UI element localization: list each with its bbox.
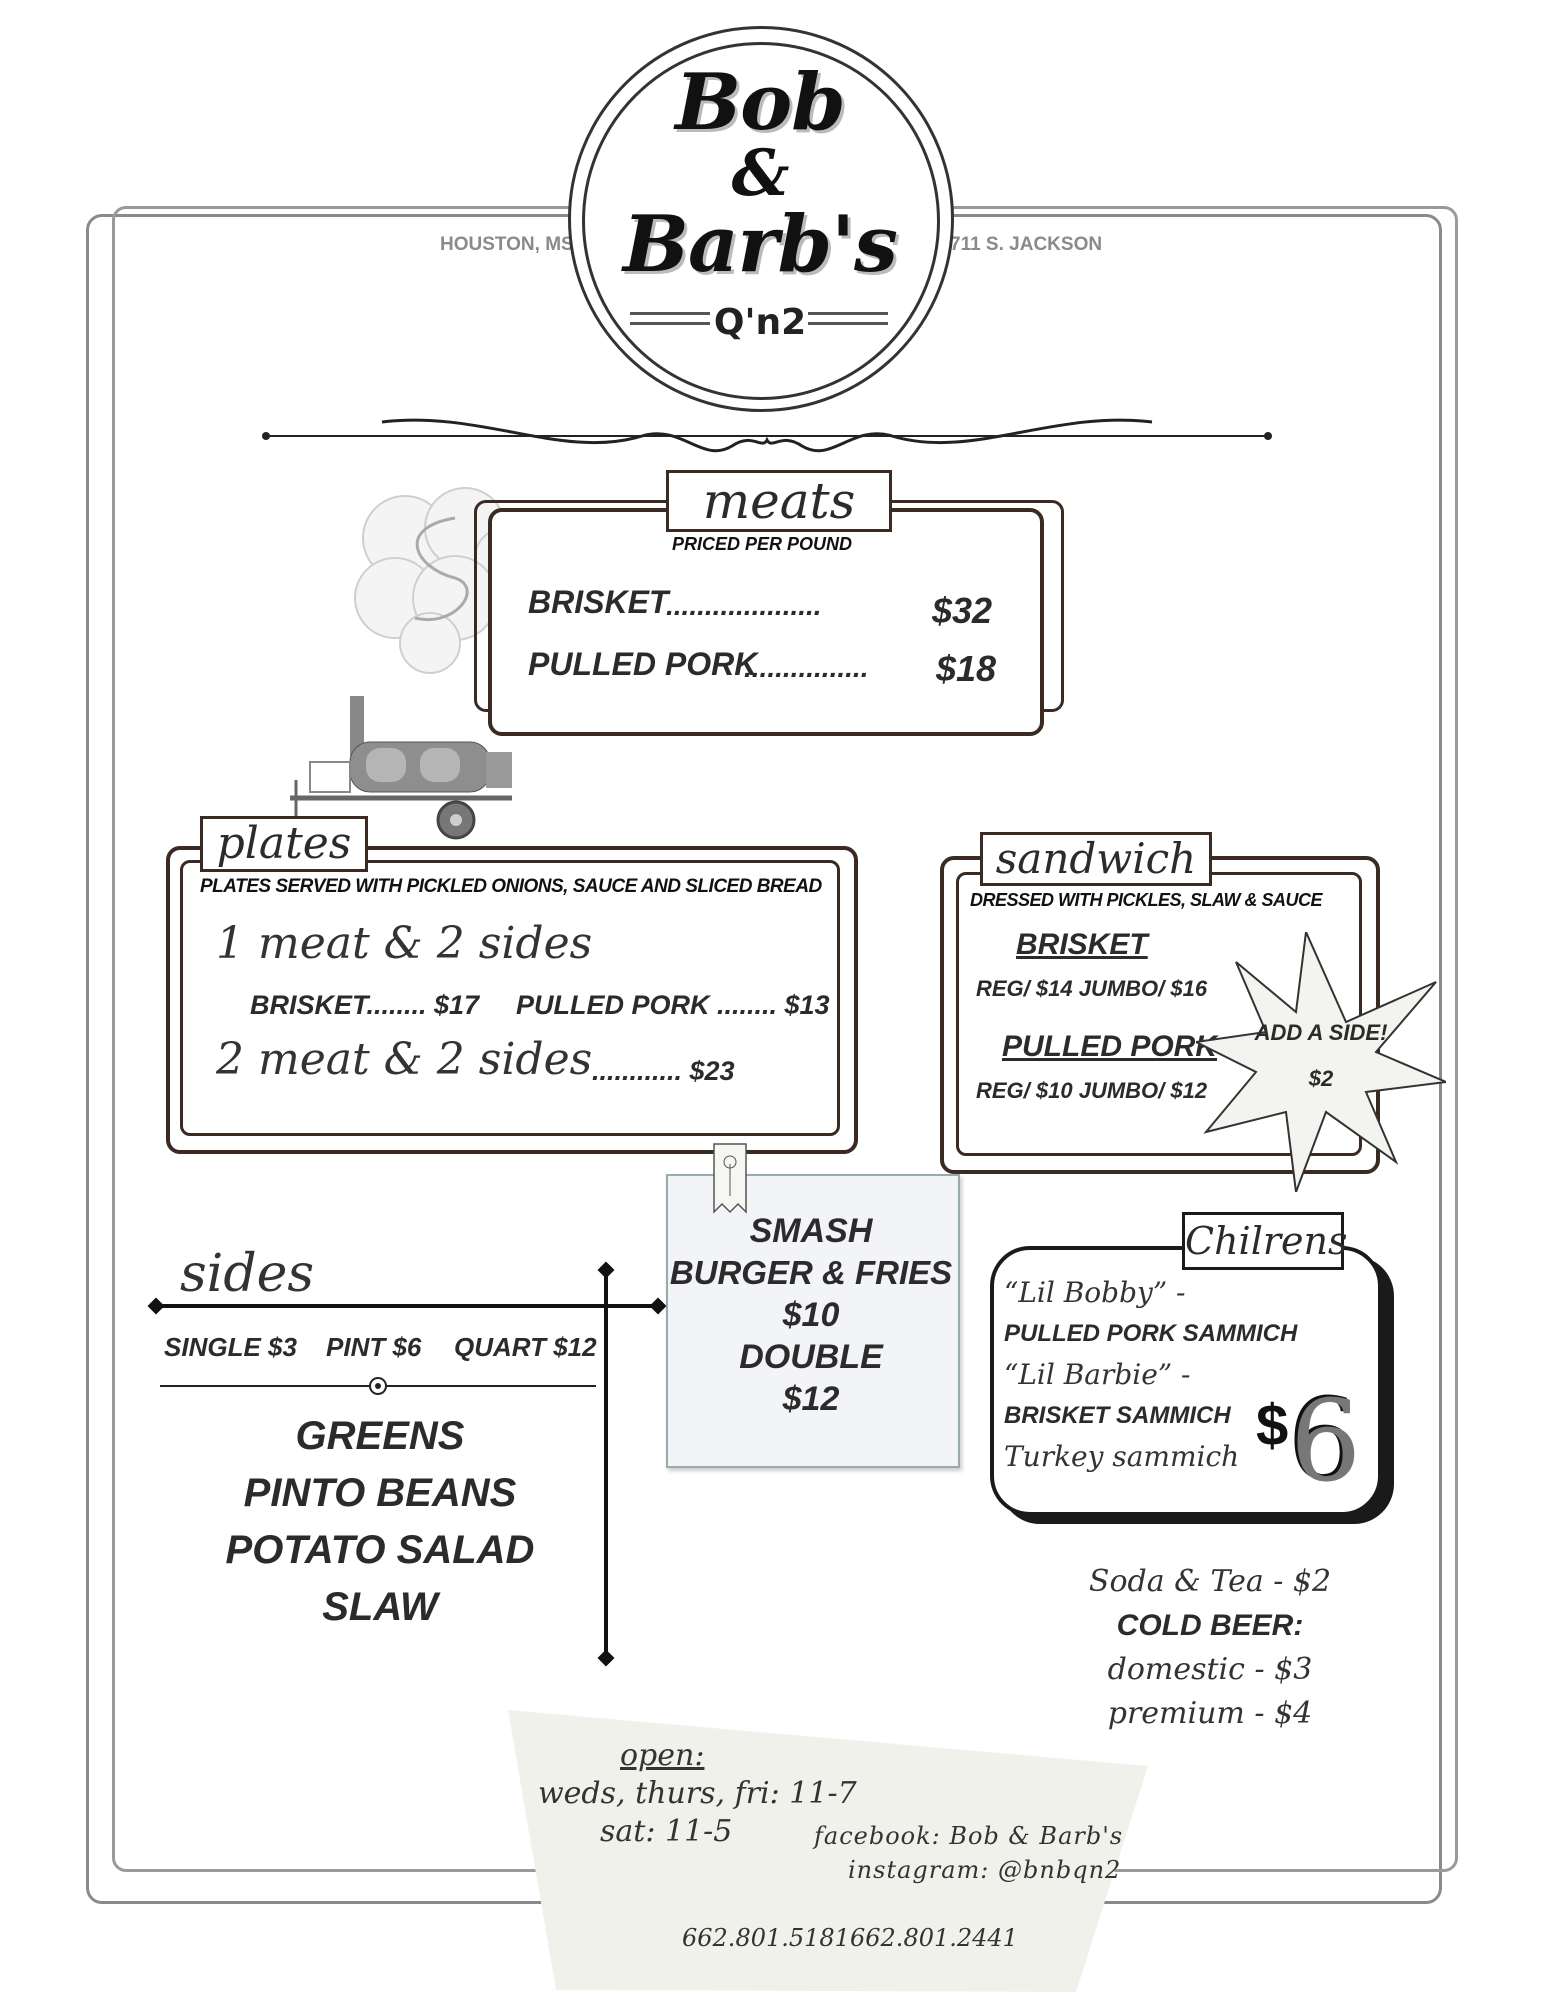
meats-pork-dots: ................	[744, 652, 869, 683]
logo-rule-right	[808, 312, 888, 315]
kids-line-1: “Lil Bobby” -	[1004, 1276, 1186, 1309]
hours-saturday: sat: 11-5	[600, 1814, 733, 1849]
drinks-cold-beer: COLD BEER:	[1116, 1609, 1304, 1642]
burger-note	[666, 1174, 960, 1468]
starburst-icon	[1196, 932, 1446, 1192]
sandwich-pork-prices: REG/ $10 JUMBO/ $12	[976, 1078, 1208, 1103]
kids-box	[990, 1246, 1382, 1516]
sides-size-quart: QUART $12	[454, 1332, 597, 1362]
logo-rule-left	[630, 312, 710, 315]
meats-title: meats	[666, 470, 892, 532]
kids-list: “Lil Bobby” - PULLED PORK SAMMICH “Lil B…	[1004, 1272, 1298, 1477]
burger-line-3: $10	[782, 1296, 840, 1334]
footer-facebook: facebook: Bob & Barb's	[814, 1822, 1124, 1850]
burst-price: $2	[1308, 1066, 1334, 1091]
plates-option-1-pork: PULLED PORK ........ $13	[516, 990, 830, 1020]
logo: Bob & Barb's	[600, 64, 920, 284]
logo-name-barbs: Barb's	[623, 199, 898, 290]
burger-line-2: BURGER & FRIES	[669, 1254, 953, 1291]
meats-subtitle: PRICED PER POUND	[672, 534, 853, 554]
sandwich-title: sandwich	[980, 832, 1212, 886]
plates-box	[166, 846, 858, 1154]
city-label: HOUSTON, MS	[440, 234, 574, 255]
kids-line-2: PULLED PORK SAMMICH	[1004, 1320, 1298, 1347]
kids-line-3: “Lil Barbie” -	[1004, 1358, 1191, 1391]
meats-pork-name: PULLED PORK	[528, 646, 758, 682]
flourish-divider-icon	[262, 418, 1272, 453]
hours-open-label: open:	[620, 1738, 705, 1773]
smoker-trailer-icon	[290, 696, 512, 840]
address-label: 711 S. JACKSON	[950, 234, 1103, 255]
drinks-soda-tea: Soda & Tea - $2	[1088, 1564, 1332, 1599]
meats-brisket-name: BRISKET	[528, 584, 669, 620]
drinks-domestic: domestic - $3	[1107, 1652, 1313, 1687]
logo-rule-right-2	[808, 322, 888, 325]
pin-flower-icon	[713, 1143, 747, 1214]
logo-subtitle: Q'n2	[713, 302, 807, 343]
meats-pork-price: $18	[936, 648, 997, 689]
plates-option-1-brisket: BRISKET........ $17	[250, 990, 480, 1020]
list-item: SLAW	[322, 1585, 438, 1629]
kids-line-4: BRISKET SAMMICH	[1004, 1402, 1231, 1429]
list-item: GREENS	[295, 1414, 465, 1458]
kids-price-symbol: $	[1256, 1393, 1289, 1458]
plates-box-inner	[180, 860, 840, 1136]
sandwich-pork-name: PULLED PORK	[1002, 1030, 1218, 1063]
logo-name-bob: Bob	[675, 57, 846, 148]
list-item: PINTO BEANS	[243, 1471, 517, 1515]
burst-add-side: ADD A SIDE!	[1254, 1020, 1388, 1045]
sandwich-subtitle: DRESSED WITH PICKLES, SLAW & SAUCE	[970, 890, 1323, 910]
plates-option-1: 1 meat & 2 sides	[216, 918, 593, 969]
sides-title: sides	[180, 1244, 315, 1304]
burger-line-4: DOUBLE	[739, 1338, 883, 1376]
sides-cross-lines	[147, 1261, 667, 1667]
burger-line-1: SMASH	[749, 1212, 873, 1250]
kids-title: Chilrens	[1182, 1212, 1347, 1270]
footer-phone-1: 662.801.5181	[682, 1924, 850, 1952]
logo-circle	[582, 42, 940, 400]
plates-option-2-price: ............ $23	[592, 1056, 735, 1086]
burger-line-5: $12	[782, 1380, 840, 1418]
burger-text: SMASH BURGER & FRIES $10 DOUBLE $12	[666, 1210, 956, 1420]
footer-phone-2: 662.801.2441	[850, 1924, 1018, 1952]
meats-brisket-price: $32	[932, 590, 993, 631]
plates-title: plates	[200, 816, 368, 872]
drinks-list: Soda & Tea - $2 COLD BEER: domestic - $3…	[1060, 1560, 1360, 1736]
list-item: POTATO SALAD	[225, 1528, 535, 1572]
kids-line-5: Turkey sammich	[1004, 1440, 1240, 1473]
hours-weekdays: weds, thurs, fri: 11-7	[538, 1776, 857, 1811]
sides-list: GREENS PINTO BEANS POTATO SALAD SLAW	[160, 1408, 600, 1636]
footer-instagram: instagram: @bnbqn2	[848, 1856, 1122, 1884]
sides-size-single: SINGLE $3	[164, 1332, 297, 1362]
sides-size-pint: PINT $6	[326, 1332, 422, 1362]
footer-note-bg	[508, 1710, 1148, 1992]
drinks-premium: premium - $4	[1107, 1696, 1313, 1731]
sandwich-brisket-prices: REG/ $14 JUMBO/ $16	[976, 976, 1208, 1001]
plates-subtitle: PLATES SERVED WITH PICKLED ONIONS, SAUCE…	[200, 876, 822, 897]
logo-ampersand: &	[731, 136, 790, 211]
sandwich-brisket-name: BRISKET	[1016, 928, 1148, 961]
plates-option-2: 2 meat & 2 sides	[216, 1034, 593, 1085]
kids-price-value: 6	[1290, 1377, 1362, 1507]
meats-brisket-dots: ....................	[666, 590, 822, 621]
logo-rule-left-2	[630, 322, 710, 325]
